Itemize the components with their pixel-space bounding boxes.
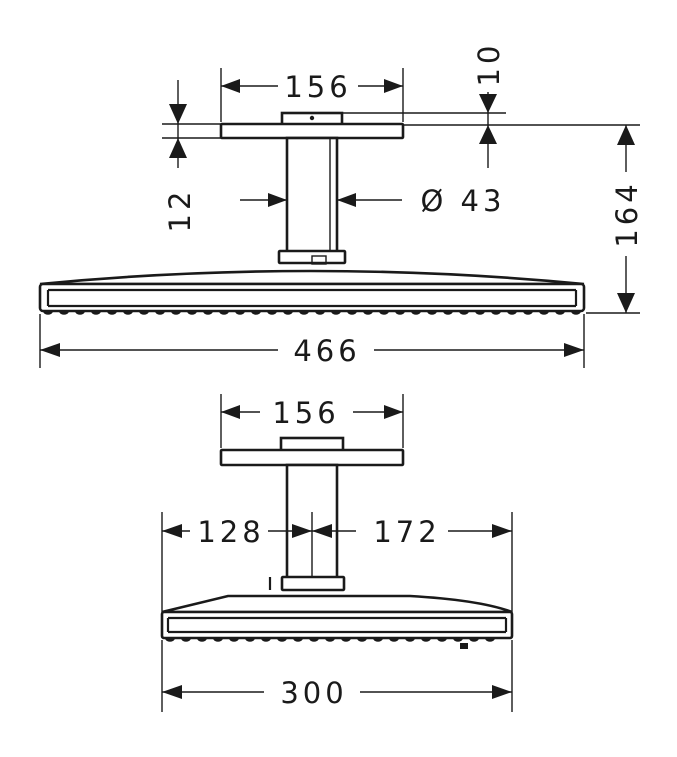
arm-collar bbox=[277, 249, 347, 265]
dimension-plate-offset: 12 bbox=[162, 80, 221, 232]
shower-arm bbox=[285, 136, 339, 254]
nozzle bbox=[443, 310, 453, 315]
nozzle bbox=[315, 310, 325, 315]
nozzle bbox=[405, 637, 415, 642]
front-view: 156 10 164 12 bbox=[38, 42, 644, 368]
arm-diameter-label: Ø 43 bbox=[421, 184, 506, 218]
side-shower-head bbox=[160, 594, 514, 649]
nozzle bbox=[555, 310, 565, 315]
nozzle bbox=[293, 637, 303, 642]
side-dimension-head-depth: 300 bbox=[161, 640, 513, 712]
right-offset-label: 172 bbox=[373, 515, 440, 549]
nozzle bbox=[299, 310, 309, 315]
side-view: 156 128 172 300 bbox=[160, 394, 514, 712]
nozzle bbox=[395, 310, 405, 315]
nozzle bbox=[43, 310, 53, 315]
side-dimension-offsets: 128 172 bbox=[161, 512, 513, 612]
nozzle bbox=[491, 310, 501, 315]
nozzle bbox=[229, 637, 239, 642]
nozzle bbox=[197, 637, 207, 642]
plate-width-label: 156 bbox=[284, 70, 351, 104]
nozzle bbox=[277, 637, 287, 642]
nozzle bbox=[91, 310, 101, 315]
nozzle bbox=[267, 310, 277, 315]
head-depth-label: 300 bbox=[280, 676, 347, 710]
nozzle bbox=[427, 310, 437, 315]
side-spray-nozzles bbox=[165, 637, 495, 642]
nozzle bbox=[123, 310, 133, 315]
nozzle bbox=[453, 637, 463, 642]
nozzle bbox=[251, 310, 261, 315]
plate-offset-label: 12 bbox=[163, 188, 197, 233]
dimension-arm-diameter: Ø 43 bbox=[240, 184, 506, 218]
nozzle bbox=[459, 310, 469, 315]
nozzle bbox=[507, 310, 517, 315]
nozzle bbox=[219, 310, 229, 315]
nozzle bbox=[75, 310, 85, 315]
dimension-head-width: 466 bbox=[39, 314, 585, 368]
nozzle bbox=[261, 637, 271, 642]
nozzle bbox=[437, 637, 447, 642]
side-arm-collar bbox=[268, 575, 346, 592]
nozzle bbox=[411, 310, 421, 315]
ceiling-plate bbox=[219, 111, 405, 140]
spray-nozzles bbox=[43, 310, 581, 315]
nozzle bbox=[155, 310, 165, 315]
left-offset-label: 128 bbox=[197, 515, 264, 549]
nozzle bbox=[357, 637, 367, 642]
nozzle bbox=[523, 310, 533, 315]
nozzle bbox=[181, 637, 191, 642]
nozzle bbox=[59, 310, 69, 315]
nozzle bbox=[341, 637, 351, 642]
nozzle bbox=[331, 310, 341, 315]
nozzle bbox=[171, 310, 181, 315]
nozzle bbox=[235, 310, 245, 315]
nozzle bbox=[421, 637, 431, 642]
nozzle bbox=[373, 637, 383, 642]
nozzle bbox=[379, 310, 389, 315]
dimension-total-height: 164 bbox=[506, 124, 644, 314]
nozzle bbox=[539, 310, 549, 315]
nozzle bbox=[469, 637, 479, 642]
nozzle bbox=[283, 310, 293, 315]
nozzle bbox=[203, 310, 213, 315]
nozzle bbox=[309, 637, 319, 642]
nozzle bbox=[475, 310, 485, 315]
dimension-plate-thickness: 10 bbox=[342, 42, 506, 168]
dimension-plate-width: 156 bbox=[220, 68, 404, 122]
nozzle bbox=[389, 637, 399, 642]
nozzle bbox=[187, 310, 197, 315]
plate-thickness-label: 10 bbox=[472, 42, 506, 87]
nozzle bbox=[107, 310, 117, 315]
head-width-label: 466 bbox=[293, 334, 360, 368]
nozzle bbox=[347, 310, 357, 315]
nozzle bbox=[165, 637, 175, 642]
total-height-label: 164 bbox=[610, 180, 644, 247]
side-ceiling-plate bbox=[219, 436, 405, 467]
side-plate-width-label: 156 bbox=[272, 396, 339, 430]
nozzle bbox=[213, 637, 223, 642]
side-dimension-plate-width: 156 bbox=[220, 394, 404, 448]
nozzle bbox=[363, 310, 373, 315]
nozzle bbox=[139, 310, 149, 315]
nozzle bbox=[325, 637, 335, 642]
nozzle bbox=[571, 310, 581, 315]
nozzle bbox=[485, 637, 495, 642]
shower-head bbox=[38, 269, 586, 315]
nozzle bbox=[245, 637, 255, 642]
